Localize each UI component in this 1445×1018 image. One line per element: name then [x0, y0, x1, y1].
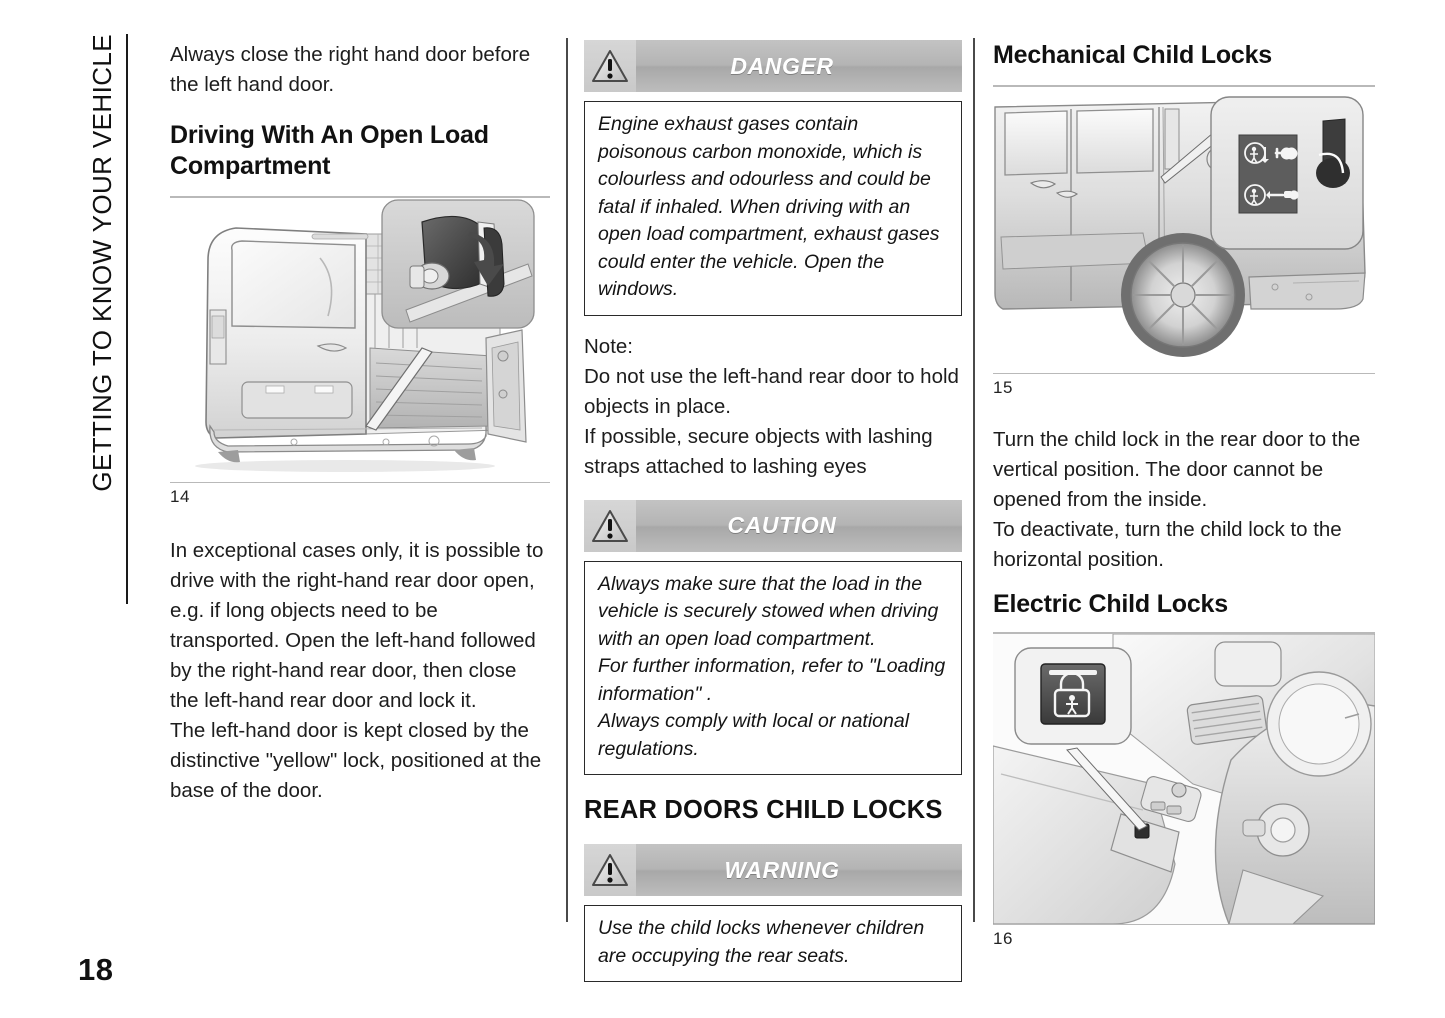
note-line-1: Do not use the left-hand rear door to ho…: [584, 364, 959, 418]
figure-16-rule-top: [993, 632, 1375, 634]
heading-driving-open-load: Driving With An Open Load Compartment: [170, 121, 489, 180]
figure-15: 15: [993, 85, 1375, 399]
column-divider-left: [566, 38, 568, 922]
warning-body: Use the child locks whenever children ar…: [584, 905, 962, 982]
figure-16: 16: [993, 632, 1375, 950]
warning-text: Use the child locks whenever children ar…: [598, 917, 925, 967]
caution-line-1: Always make sure that the load in the ve…: [598, 572, 939, 650]
page-number: 18: [78, 952, 114, 987]
warning-title: WARNING: [724, 856, 840, 883]
paragraph-yellow-lock: The left-hand door is kept closed by the…: [170, 719, 542, 802]
note-block: Note: Do not use the left-hand rear door…: [584, 332, 962, 482]
chapter-tab-label: GETTING TO KNOW YOUR VEHICLE: [86, 34, 117, 492]
paragraph-deactivate-child-lock: To deactivate, turn the child lock to th…: [993, 518, 1342, 571]
column-left: Always close the right hand door before …: [170, 40, 550, 806]
figure-14: 14: [170, 196, 550, 508]
paragraph-turn-child-lock: Turn the child lock in the rear door to …: [993, 428, 1361, 511]
figure-16-artwork: [993, 633, 1375, 924]
figure-15-caption: 15: [993, 378, 1013, 397]
dashboard-electric-child-lock-illustration: [993, 633, 1375, 924]
paragraph-exceptional-cases: In exceptional cases only, it is possibl…: [170, 539, 544, 712]
caution-title: CAUTION: [727, 512, 837, 538]
column-divider-right: [973, 38, 975, 922]
figure-14-artwork: [170, 197, 550, 482]
column-right: Mechanical Child Locks: [993, 40, 1375, 950]
caution-body: Always make sure that the load in the ve…: [584, 560, 962, 775]
heading-mechanical-child-locks: Mechanical Child Locks: [993, 41, 1273, 69]
warning-triangle-icon: [584, 844, 636, 896]
heading-rear-doors-child-locks: REAR DOORS CHILD LOCKS: [584, 796, 943, 824]
warning-header: WARNING: [584, 844, 962, 896]
child-lock-vertical-pictogram: [1244, 141, 1298, 164]
note-label: Note:: [584, 334, 633, 358]
caution-line-2: For further information, refer to "Loadi…: [598, 655, 946, 705]
figure-16-caption: 16: [993, 929, 1013, 948]
heading-electric-child-locks: Electric Child Locks: [993, 590, 1228, 618]
danger-text: Engine exhaust gases contain poisonous c…: [598, 113, 940, 300]
van-rear-illustration: [195, 198, 535, 472]
child-lock-horizontal-pictogram: [1244, 183, 1299, 206]
figure-15-rule-bottom: [993, 372, 1375, 374]
chapter-tab: GETTING TO KNOW YOUR VEHICLE: [76, 34, 128, 604]
note-line-2: If possible, secure objects with lashing…: [584, 424, 933, 478]
warning-triangle-icon: [584, 499, 636, 552]
danger-body: Engine exhaust gases contain poisonous c…: [584, 101, 962, 316]
figure-14-caption: 14: [170, 487, 190, 506]
vehicle-side-child-lock-illustration: [994, 95, 1366, 357]
child-lock-button-icon: [1053, 671, 1091, 717]
danger-title: DANGER: [730, 52, 834, 79]
warning-triangle-icon: [584, 40, 636, 92]
figure-16-rule-bottom: [993, 923, 1375, 925]
figure-15-artwork: [993, 86, 1375, 373]
chapter-tab-rule: [126, 34, 128, 604]
intro-paragraph: Always close the right hand door before …: [170, 43, 531, 96]
caution-line-3: Always comply with local or national reg…: [598, 710, 910, 760]
figure-14-rule-bottom: [170, 481, 550, 483]
column-middle: DANGER Engine exhaust gases contain pois…: [584, 40, 962, 982]
figure-14-rule-top: [170, 196, 550, 198]
caution-header: CAUTION: [584, 499, 962, 552]
danger-header: DANGER: [584, 40, 962, 92]
figure-15-rule-top: [993, 85, 1375, 87]
